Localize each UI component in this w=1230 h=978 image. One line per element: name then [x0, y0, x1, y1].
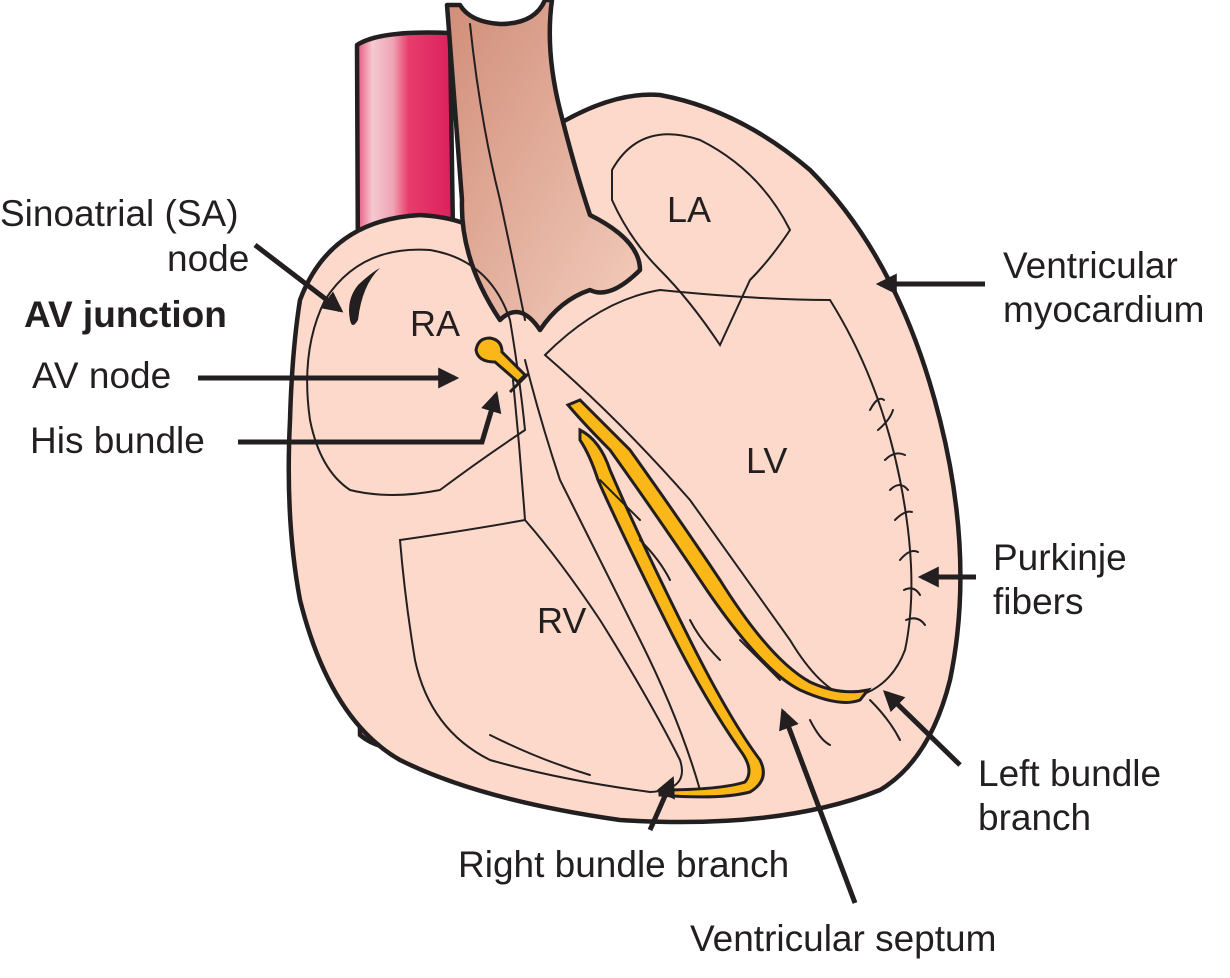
label-rv: RV	[537, 600, 586, 641]
av-node	[474, 336, 530, 394]
arrow-right-bundle	[647, 776, 675, 832]
label-lv: LV	[746, 440, 787, 481]
label-la: LA	[667, 189, 711, 230]
arrow-ventricular-septum	[779, 708, 858, 904]
sa-node	[349, 268, 380, 325]
label-sa-node-line1: Sinoatrial (SA)	[0, 193, 239, 234]
right-ventricle	[398, 518, 683, 794]
label-sa-node-line2: node	[167, 238, 249, 279]
arrow-sa-node	[253, 243, 344, 313]
septum-line	[524, 359, 701, 791]
label-his-bundle: His bundle	[30, 420, 205, 461]
label-ra: RA	[410, 303, 460, 344]
label-purkinje-line2: fibers	[993, 581, 1083, 622]
label-left-bundle-line2: branch	[978, 797, 1091, 838]
label-ventricular-myocardium-line2: myocardium	[1003, 289, 1205, 330]
purkinje-fibers	[489, 397, 926, 776]
label-left-bundle-line1: Left bundle	[978, 753, 1161, 794]
label-ventricular-myocardium-line1: Ventricular	[1003, 245, 1178, 286]
label-purkinje-line1: Purkinje	[993, 537, 1127, 578]
arrow-his-bundle	[238, 390, 502, 445]
label-av-node: AV node	[32, 355, 171, 396]
septum-line-2	[512, 379, 526, 521]
label-right-bundle: Right bundle branch	[458, 844, 789, 885]
left-atrium	[611, 133, 792, 348]
label-av-junction: AV junction	[24, 294, 227, 335]
arrow-left-bundle	[882, 690, 962, 767]
left-ventricle	[543, 288, 913, 700]
label-ventricular-septum: Ventricular septum	[690, 918, 996, 959]
right-atrium	[306, 248, 527, 496]
